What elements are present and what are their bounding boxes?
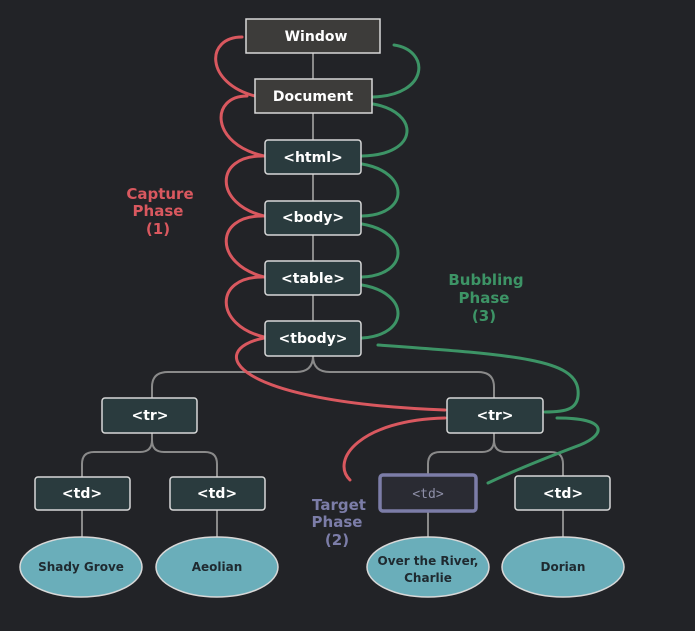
bubble-arc-tr-tbody (376, 343, 580, 414)
bubbling-phase-line1: Bubbling (448, 271, 523, 289)
capture-arc-window-document (214, 35, 257, 98)
capture-phase-label: Capture Phase (1) (126, 185, 193, 238)
leaf-over-the-river-line1: Over the River, (378, 554, 479, 568)
node-window: Window (245, 18, 381, 54)
bubble-arc-table-tbody (360, 283, 400, 340)
node-table-label: <table> (281, 271, 345, 287)
bubble-arc-html-body (360, 162, 400, 218)
leaf-shady-grove: Shady Grove (19, 536, 143, 598)
bubble-arc-target-tr (486, 416, 600, 485)
bubbling-phase-line2: Phase (459, 289, 510, 307)
node-body: <body> (264, 200, 362, 236)
node-tr-left: <tr> (101, 397, 198, 434)
capture-arc-document-html (219, 94, 266, 158)
target-phase-label: Target Phase (2) (312, 496, 366, 549)
bubble-arc-window-document (371, 43, 421, 99)
leaf-aeolian-label: Aeolian (192, 560, 243, 574)
node-tr-left-label: <tr> (131, 408, 168, 424)
capture-arc-table-tbody (224, 275, 266, 339)
node-tr-right: <tr> (446, 397, 544, 434)
capture-arc-body-table (224, 214, 266, 279)
target-phase-line3: (2) (325, 531, 349, 549)
bubble-arc-document-html (360, 102, 409, 158)
capture-phase-line2: Phase (133, 202, 184, 220)
leaf-over-the-river: Over the River, Charlie (366, 536, 490, 598)
node-document-label: Document (273, 89, 354, 105)
bubbling-phase-line3: (3) (472, 307, 496, 325)
edge-tr-left-td1 (81, 433, 153, 477)
node-document: Document (254, 78, 373, 114)
node-td-2: <td> (169, 476, 266, 511)
leaf-dorian-label: Dorian (541, 560, 586, 574)
edge-tr-right-td-target (427, 433, 495, 475)
node-td-2-label: <td> (197, 486, 237, 502)
node-html: <html> (264, 139, 362, 175)
node-tbody-label: <tbody> (279, 331, 348, 347)
edge-tr-left-td2 (151, 433, 218, 477)
node-td-target-label: <td> (412, 487, 443, 502)
leaf-shady-grove-label: Shady Grove (38, 560, 124, 574)
capture-arc-html-body (224, 154, 266, 218)
node-tbody: <tbody> (264, 320, 362, 357)
node-tr-right-label: <tr> (476, 408, 513, 424)
tree-edges (81, 53, 564, 537)
bubbling-phase-label: Bubbling Phase (3) (448, 271, 523, 325)
capture-arcs (214, 35, 447, 482)
edge-tr-right-td4 (493, 433, 564, 476)
leaf-over-the-river-line2: Charlie (404, 571, 452, 585)
capture-arc-tbody-tr (235, 336, 447, 412)
capture-arc-tr-target (342, 416, 447, 482)
capture-phase-line3: (1) (146, 220, 170, 238)
capture-phase-line1: Capture (126, 185, 193, 203)
bubbling-arcs (360, 43, 600, 485)
bubble-arc-body-table (360, 222, 400, 279)
node-td-1: <td> (34, 476, 131, 511)
node-td-4: <td> (514, 475, 611, 511)
node-td-1-label: <td> (62, 486, 102, 502)
leaf-dorian: Dorian (501, 536, 625, 598)
node-window-label: Window (285, 29, 348, 45)
target-phase-line1: Target (312, 496, 366, 514)
edge-tbody-tr-right (312, 355, 495, 398)
node-html-label: <html> (283, 150, 343, 166)
node-table: <table> (264, 260, 362, 296)
leaf-aeolian: Aeolian (155, 536, 279, 598)
edge-tbody-tr-left (151, 355, 314, 398)
node-td-target: <td> (378, 473, 478, 513)
target-phase-line2: Phase (312, 513, 363, 531)
node-td-4-label: <td> (543, 486, 583, 502)
node-body-label: <body> (282, 210, 344, 226)
